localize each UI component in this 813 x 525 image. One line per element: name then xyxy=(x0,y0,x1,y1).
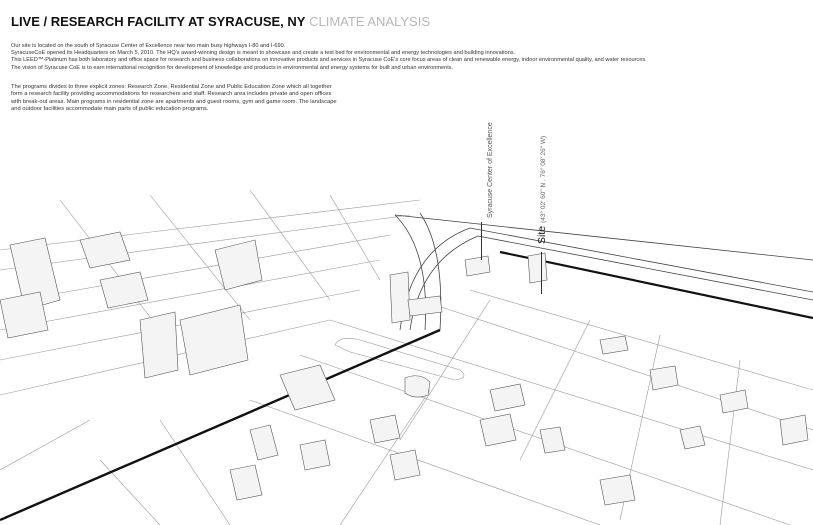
programs-description: The programs divides to three explicit z… xyxy=(11,84,411,114)
highway-i690 xyxy=(0,328,441,522)
title-main: LIVE / RESEARCH FACILITY AT SYRACUSE, NY xyxy=(11,14,306,29)
programs-line: and outdoor facilities accommodate main … xyxy=(11,106,209,113)
site-leader-line xyxy=(541,252,542,294)
site-coordinates: (43° 02' 60" N , 76° 08' 26" W) xyxy=(540,135,547,223)
title-sub: CLIMATE ANALYSIS xyxy=(309,14,430,29)
coe-leader-line xyxy=(481,222,482,260)
page-title: LIVE / RESEARCH FACILITY AT SYRACUSE, NY… xyxy=(11,14,430,29)
description-line: This LEED™-Platinum has both laboratory … xyxy=(11,57,647,64)
coe-label: Syracuse Center of Excellence xyxy=(487,122,494,218)
description-line: Our site is located on the south of Syra… xyxy=(11,43,286,49)
buildings xyxy=(0,231,809,506)
programs-line: form a research facility providing accom… xyxy=(11,91,332,98)
site-description: Our site is located on the south of Syra… xyxy=(11,43,811,72)
site-label-text: Site xyxy=(536,225,548,244)
programs-line: The programs divides to three explicit z… xyxy=(11,84,332,90)
site-label: Site (43° 02' 60" N , 76° 08' 26" W) xyxy=(536,136,548,244)
description-line: The vision of Syracuse CoE is to earn in… xyxy=(11,64,454,71)
description-line: SyracuseCoE opened its Headquarters on M… xyxy=(11,50,516,57)
programs-line: with break-out areas. Main programs in r… xyxy=(11,98,337,105)
